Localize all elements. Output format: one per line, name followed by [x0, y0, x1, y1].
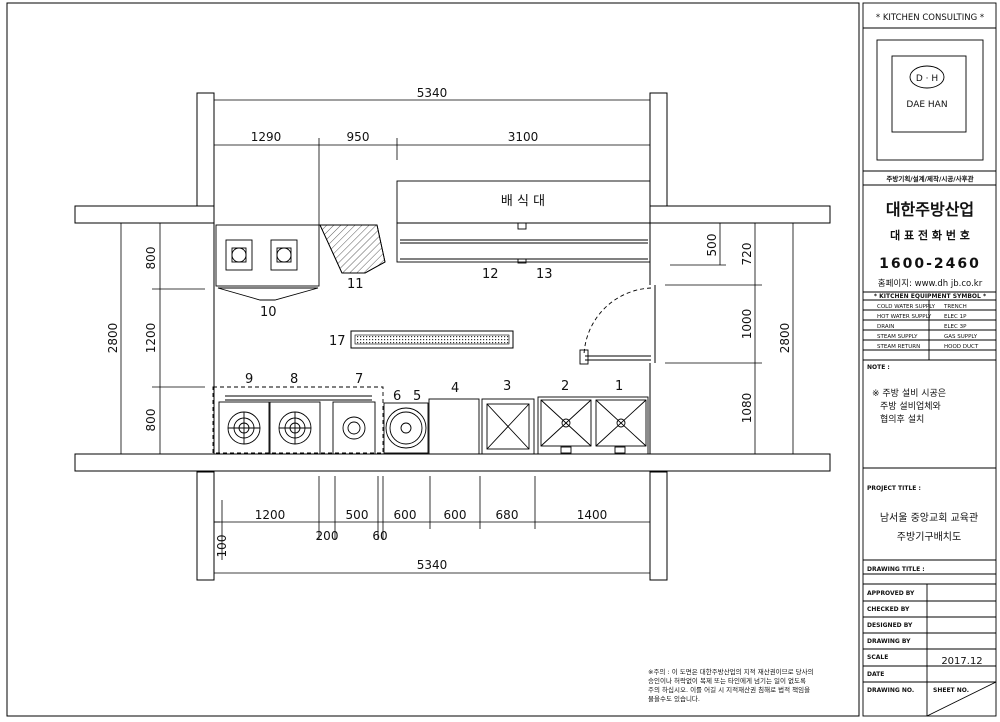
- equipment-number-11: 11: [347, 277, 364, 292]
- counter-label: 배 식 대: [501, 194, 545, 209]
- tb-phone: 1600-2460: [879, 256, 981, 272]
- dim-left-seg-1: 800: [144, 247, 158, 270]
- equipment-number-9: 9: [245, 372, 253, 387]
- note-line-3: 주의 하십시오. 이를 어길 시 지적재산권 침해로 법적 책임을: [648, 685, 810, 694]
- legend-right-1: TRENCH: [943, 304, 967, 310]
- tb-row-drawing: DRAWING BY: [867, 638, 911, 645]
- equipment-numbers: 1 2 3 4 5 6 7 8 9 10 11 12 13 17: [245, 267, 623, 404]
- dim-bottom-small-200: 200: [316, 529, 339, 543]
- tb-phone-label: 대 표 전 화 번 호: [890, 228, 970, 242]
- dim-bottom-seg-2: 500: [346, 508, 369, 522]
- equipment-11-shelf: [319, 224, 386, 274]
- legend-left-5: STEAM RETURN: [877, 344, 920, 350]
- dim-right-total: 2800: [778, 323, 792, 354]
- tb-row-scale: SCALE: [867, 654, 888, 661]
- title-block: [862, 2, 997, 717]
- dim-top-seg-2: 950: [347, 130, 370, 144]
- walls: [74, 92, 831, 581]
- dim-right-seg-3: 1080: [740, 393, 754, 424]
- dim-left-total: 2800: [106, 323, 120, 354]
- tb-project-label: PROJECT TITLE :: [867, 485, 921, 492]
- tb-project-1: 남서울 중앙교회 교육관: [880, 512, 978, 524]
- legend-left-1: COLD WATER SUPPLY: [877, 304, 936, 310]
- tb-logo-mark: D · H: [916, 74, 938, 84]
- equipment-number-3: 3: [503, 379, 511, 394]
- tb-company: 대한주방산업: [886, 200, 974, 219]
- tb-note-label: NOTE :: [867, 364, 890, 371]
- tb-homepage: 홈페이지: www.dh jb.co.kr: [878, 278, 983, 289]
- legend-right-3: ELEC 3P: [944, 324, 967, 330]
- dim-right-seg-1: 720: [740, 243, 754, 266]
- tb-row-drawing-no: DRAWING NO.: [867, 687, 914, 694]
- tb-logo-name: DAE HAN: [906, 100, 947, 110]
- tb-services: 주방기획/설계/제작/시공/사후관: [886, 174, 973, 183]
- equipment-number-12: 12: [482, 267, 499, 282]
- equipment-number-13: 13: [536, 267, 553, 282]
- note-line-1: ※주의 : 이 도면은 대한주방산업의 지적 재산권이므로 당사의: [648, 667, 814, 676]
- dim-top-seg-1: 1290: [251, 130, 282, 144]
- note-line-4: 물을수도 있습니다.: [648, 694, 700, 703]
- equipment-number-6: 6: [393, 389, 401, 404]
- tb-header: * KITCHEN CONSULTING *: [876, 13, 984, 23]
- equipment-number-8: 8: [290, 372, 298, 387]
- tb-note-1: ※ 주방 설비 시공은: [872, 388, 946, 399]
- copyright-note: ※주의 : 이 도면은 대한주방산업의 지적 재산권이므로 당사의 승인이나 허…: [648, 667, 814, 703]
- dimension-lines: [116, 96, 798, 580]
- dim-right-seg-2: 1000: [740, 309, 754, 340]
- equipment-number-7: 7: [355, 372, 363, 387]
- dim-bottom-seg-1: 1200: [255, 508, 286, 522]
- dim-left-seg-3: 800: [144, 409, 158, 432]
- legend-left-3: DRAIN: [877, 324, 894, 330]
- dim-bottom-seg-3: 600: [394, 508, 417, 522]
- dim-top-seg-3: 3100: [508, 130, 539, 144]
- tb-drawing-title-label: DRAWING TITLE :: [867, 566, 925, 573]
- tb-date-value: 2017.12: [941, 656, 982, 667]
- dim-bottom-small-100: 100: [215, 535, 229, 558]
- dimension-texts: 5340 1290 950 3100 1200 500 600 600 680 …: [106, 86, 792, 572]
- dim-bottom-seg-5: 680: [496, 508, 519, 522]
- tb-row-approved: APPROVED BY: [867, 590, 915, 597]
- drawing-frame: [6, 2, 860, 717]
- tb-note-3: 협의후 설치: [880, 413, 924, 425]
- note-line-2: 승인이나 허락없이 복제 또는 타인에게 넘기는 일이 없도록: [648, 676, 806, 685]
- equipment-number-1: 1: [615, 379, 623, 394]
- tb-row-date: DATE: [867, 671, 884, 678]
- dim-top-total: 5340: [417, 86, 448, 100]
- legend-left-2: HOT WATER SUPPLY: [877, 314, 932, 320]
- title-block-text: * KITCHEN CONSULTING * D · H DAE HAN 주방기…: [867, 13, 987, 694]
- tb-legend-title: * KITCHEN EQUIPMENT SYMBOL *: [874, 293, 987, 300]
- tb-row-designed: DESIGNED BY: [867, 622, 913, 629]
- legend-right-4: GAS SUPPLY: [944, 334, 978, 340]
- equipment-number-2: 2: [561, 379, 569, 394]
- equipment-number-5: 5: [413, 389, 421, 404]
- equipment-10-burner-pair: [215, 224, 320, 301]
- dim-left-seg-2: 1200: [144, 323, 158, 354]
- dim-bottom-seg-6: 1400: [577, 508, 608, 522]
- tb-note-2: 주방 설비업체와: [880, 400, 941, 412]
- legend-left-4: STEAM SUPPLY: [877, 334, 918, 340]
- equipment-row: [212, 386, 649, 455]
- tb-row-checked: CHECKED BY: [867, 606, 910, 613]
- serving-counter: [396, 180, 651, 264]
- legend-right-5: HOOD DUCT: [944, 344, 979, 350]
- equipment-number-4: 4: [451, 381, 459, 396]
- equipment-number-10: 10: [260, 305, 277, 320]
- dim-bottom-total: 5340: [417, 558, 448, 572]
- tb-sheet-no: SHEET NO.: [933, 687, 969, 694]
- dim-right-small: 500: [705, 234, 719, 257]
- dim-bottom-small-60: 60: [372, 529, 387, 543]
- tb-project-2: 주방기구배치도: [897, 531, 961, 543]
- door: [579, 287, 652, 365]
- equipment-number-17: 17: [329, 334, 346, 349]
- dim-bottom-seg-4: 600: [444, 508, 467, 522]
- equipment-17-trench: [350, 330, 514, 349]
- legend-right-2: ELEC 1P: [944, 314, 967, 320]
